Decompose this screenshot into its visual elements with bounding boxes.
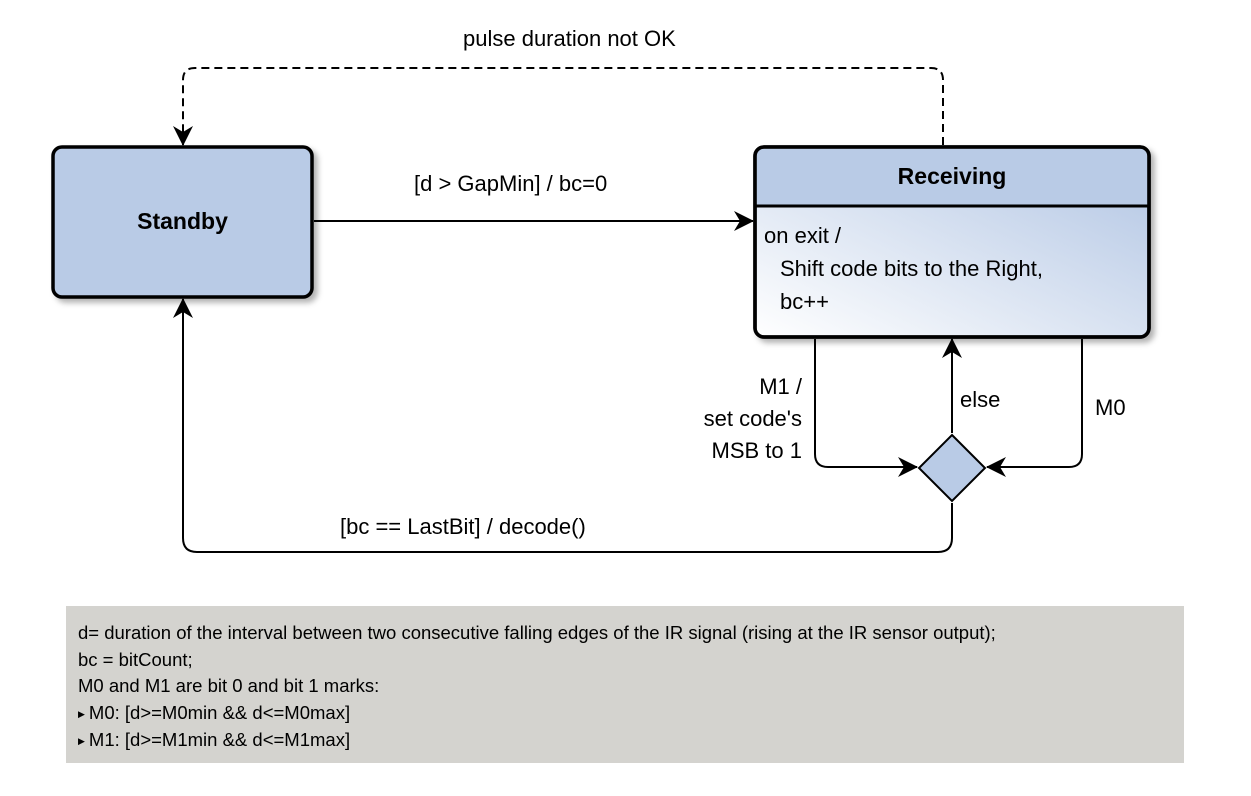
legend-box: d= duration of the interval between two … [66,606,1184,763]
pulse-not-ok-arrow [173,67,944,146]
m0-label: M0 [1095,395,1126,420]
receiving-action-line-3: bc++ [780,289,829,314]
receiving-title: Receiving [897,163,1007,189]
legend-line: bc = bitCount; [78,648,193,670]
last-bit-label: [bc == LastBit] / decode() [340,514,586,539]
m1-label-line-2: set code's [703,406,802,431]
legend-line: M0 and M1 are bit 0 and bit 1 marks: [78,675,380,696]
m1-arrow [814,339,918,477]
gap-label: [d > GapMin] / bc=0 [414,171,608,196]
last-bit-arrow [173,298,953,553]
receiving-action-line-2: Shift code bits to the Right, [780,256,1043,281]
m0-arrow [986,339,1083,477]
bullet-triangle-icon: ▶ [78,708,85,719]
legend-bullet: ▶M0: [d>=M0min && d<=M0max] [78,701,351,723]
m1-label-line-1: M1 / [759,374,802,399]
pulse-not-ok-label: pulse duration not OK [463,26,676,51]
receiving-state [753,145,1151,339]
legend-bullet: ▶M1: [d>=M1min && d<=M1max] [78,729,351,750]
else-label: else [960,387,1001,412]
bullet-triangle-icon: ▶ [78,736,85,746]
choice-diamond [917,433,987,503]
standby-state [51,145,314,299]
receiving-action-line-1: on exit / [764,223,842,248]
m1-label-line-3: MSB to 1 [711,438,802,463]
standby-title: Standby [137,208,228,234]
legend-line: d= duration of the interval between two … [78,622,996,643]
